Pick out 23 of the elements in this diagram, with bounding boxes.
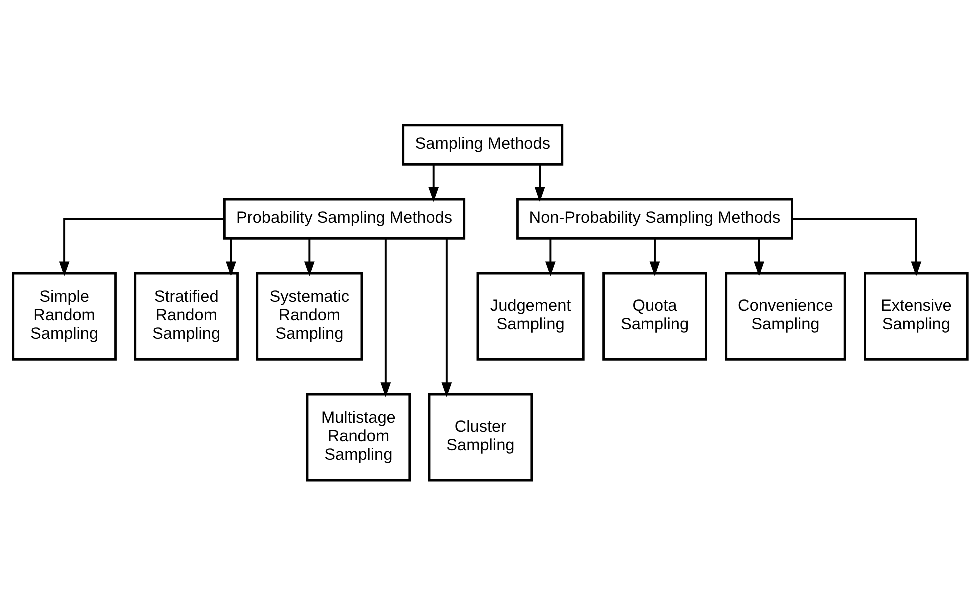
node-box: Systematic Random Sampling bbox=[256, 272, 363, 360]
arrow bbox=[226, 238, 236, 276]
node-box: Extensive Sampling bbox=[864, 272, 968, 360]
arrow bbox=[754, 238, 764, 276]
arrow bbox=[58, 218, 224, 276]
arrow bbox=[441, 238, 452, 397]
arrow bbox=[649, 238, 660, 276]
node-box: Non-Probability Sampling Methods bbox=[516, 198, 793, 240]
arrow bbox=[792, 218, 922, 276]
node-box: Judgement Sampling bbox=[476, 272, 584, 360]
arrow bbox=[428, 164, 439, 202]
node-box: Probability Sampling Methods bbox=[223, 198, 466, 240]
node-box: Simple Random Sampling bbox=[12, 272, 116, 360]
arrow bbox=[534, 164, 545, 202]
arrow bbox=[545, 238, 556, 276]
arrow bbox=[304, 238, 314, 276]
node-box: Stratified Random Sampling bbox=[134, 272, 238, 360]
node-box: Quota Sampling bbox=[602, 272, 707, 360]
node-box: Cluster Sampling bbox=[428, 392, 533, 482]
arrow bbox=[380, 238, 391, 397]
node-box: Convenience Sampling bbox=[724, 272, 846, 360]
node-box: Multistage Random Sampling bbox=[306, 392, 411, 482]
node-box: Sampling Methods bbox=[402, 124, 564, 166]
